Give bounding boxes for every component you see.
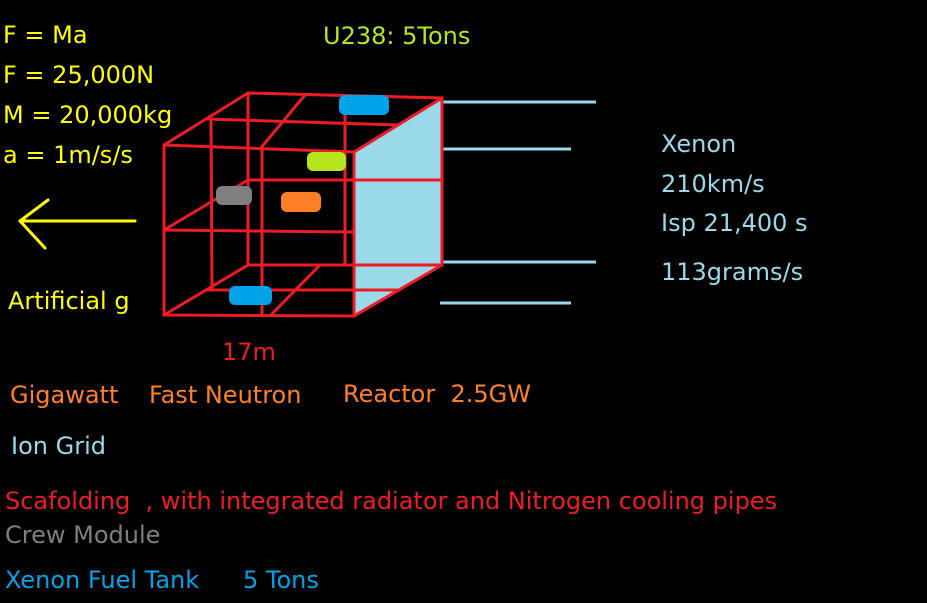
- ion-grid-panel: [354, 98, 442, 316]
- equation-force-value: F = 25,000N: [3, 61, 155, 89]
- equation-force: F = Ma: [3, 21, 88, 49]
- legend-xenon-tank-mass: 5 Tons: [243, 566, 319, 594]
- exhaust-propellant: Xenon: [661, 130, 737, 158]
- arrow-left-icon: [18, 198, 137, 250]
- legend-xenon-fuel-tank: Xenon Fuel Tank: [5, 566, 200, 594]
- exhaust-lines: [440, 100, 596, 305]
- legend-reactor-power: Reactor 2.5GW: [343, 380, 531, 408]
- xenon-tank-bottom: [229, 286, 272, 305]
- legend-scaffolding: Scafolding , with integrated radiator an…: [5, 487, 778, 515]
- dimension-label: 17m: [222, 338, 276, 366]
- crew-module: [216, 186, 252, 205]
- exhaust-isp: Isp 21,400 s: [661, 209, 808, 237]
- u238-fuel-block: [307, 152, 346, 171]
- artificial-gravity-label: Artificial g: [8, 287, 130, 315]
- equation-acceleration: a = 1m/s/s: [3, 141, 133, 169]
- legend-ion-grid: Ion Grid: [11, 432, 106, 460]
- exhaust-velocity: 210km/s: [661, 170, 765, 198]
- u238-label: U238: 5Tons: [323, 22, 471, 50]
- legend-reactor-gigawatt: Gigawatt: [10, 381, 119, 409]
- equation-mass-value: M = 20,000kg: [3, 101, 173, 129]
- exhaust-flow-rate: 113grams/s: [661, 258, 804, 286]
- legend-crew-module: Crew Module: [5, 521, 161, 549]
- xenon-tank-top: [339, 95, 389, 115]
- legend-reactor-fast-neutron: Fast Neutron: [149, 381, 302, 409]
- reactor-core: [281, 192, 321, 212]
